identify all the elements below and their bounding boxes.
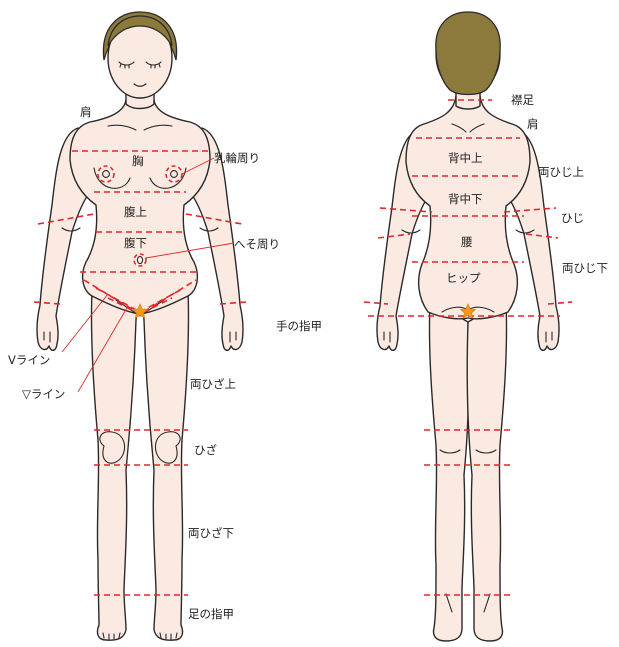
label-fingers: 手の指甲 [276, 319, 322, 333]
label-navel: へそ周り [234, 237, 280, 251]
front-figure: 肩 胸 乳輪周り 腹上 腹下 へそ周り Vライン ▽ライン 手の指甲 両ひざ上 … [8, 12, 322, 640]
label-upper-abdomen: 腹上 [124, 205, 147, 219]
label-front-shoulder: 肩 [80, 105, 92, 119]
label-lower-legs: 両ひざ下 [188, 526, 234, 540]
back-torso [406, 96, 530, 319]
label-nape: 襟足 [511, 93, 534, 107]
label-lower-back: 背中下 [448, 192, 483, 206]
label-v-line: Vライン [8, 353, 50, 367]
label-knees: ひざ [194, 443, 217, 457]
back-right-leg [467, 300, 506, 641]
label-upper-back: 背中上 [448, 151, 483, 165]
label-toes: 足の指甲 [188, 607, 234, 621]
label-triangle-line: ▽ライン [22, 387, 65, 401]
back-hair [436, 12, 500, 95]
label-upper-arms: 両ひじ上 [538, 165, 584, 179]
label-lower-arms: 両ひじ下 [562, 261, 608, 275]
label-waist: 腰 [461, 235, 473, 249]
label-lower-abdomen: 腹下 [124, 236, 147, 250]
back-left-leg [429, 300, 468, 641]
label-hip: ヒップ [446, 271, 481, 285]
label-back-shoulder: 肩 [527, 117, 539, 131]
label-areola: 乳輪周り [214, 151, 260, 165]
label-chest: 胸 [132, 154, 144, 168]
back-figure: 襟足 肩 背中上 背中下 腰 ヒップ 両ひじ上 ひじ 両ひじ下 [364, 12, 608, 641]
label-elbows: ひじ [561, 211, 584, 225]
label-upper-thighs: 両ひざ上 [190, 377, 236, 391]
